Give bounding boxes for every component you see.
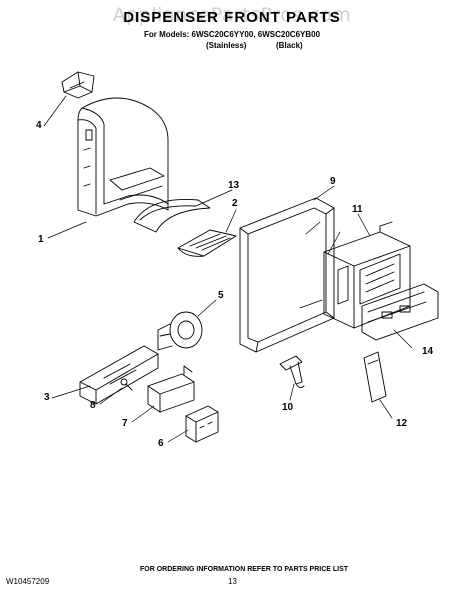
callout-7: 7 xyxy=(122,418,128,429)
part-8-screw xyxy=(120,378,133,391)
callout-12: 12 xyxy=(396,418,408,429)
part-2-tray xyxy=(177,229,237,257)
part-4-cap xyxy=(61,71,95,99)
callout-13: 13 xyxy=(228,180,240,191)
callout-11: 11 xyxy=(352,204,363,215)
variant-black: (Black) xyxy=(276,41,303,50)
page-number: 13 xyxy=(228,577,237,586)
callout-5: 5 xyxy=(218,290,224,301)
part-5-motor xyxy=(157,311,203,351)
callout-9: 9 xyxy=(330,176,336,187)
part-14-faceplate xyxy=(361,283,439,341)
part-9-bezel xyxy=(239,197,335,353)
part-10-lever xyxy=(279,355,305,389)
callout-6: 6 xyxy=(158,438,164,449)
callout-2: 2 xyxy=(232,198,238,209)
callout-1: 1 xyxy=(38,234,44,245)
callout-4: 4 xyxy=(36,120,42,131)
callout-3: 3 xyxy=(44,392,50,403)
page-title: DISPENSER FRONT PARTS xyxy=(123,9,341,26)
leader-lines xyxy=(43,95,413,443)
part-7-switch xyxy=(147,365,195,413)
watermark-text: AppliancePartsPros.com xyxy=(112,4,352,26)
callout-14: 14 xyxy=(422,346,434,357)
callout-10: 10 xyxy=(282,402,294,413)
part-13-trim xyxy=(133,199,211,233)
callout-8: 8 xyxy=(90,400,96,411)
part-12-lens xyxy=(363,351,387,403)
ordering-note: FOR ORDERING INFORMATION REFER TO PARTS … xyxy=(140,566,349,573)
part-3-bracket xyxy=(79,345,159,405)
model-numbers: For Models: 6WSC20C6YY00, 6WSC20C6YB00 xyxy=(143,30,321,39)
part-11-control-board xyxy=(323,221,411,329)
document-number: W10457209 xyxy=(6,577,50,586)
part-1-housing xyxy=(77,97,169,217)
part-6-button-pad xyxy=(185,405,219,443)
variant-stainless: (Stainless) xyxy=(206,41,247,50)
